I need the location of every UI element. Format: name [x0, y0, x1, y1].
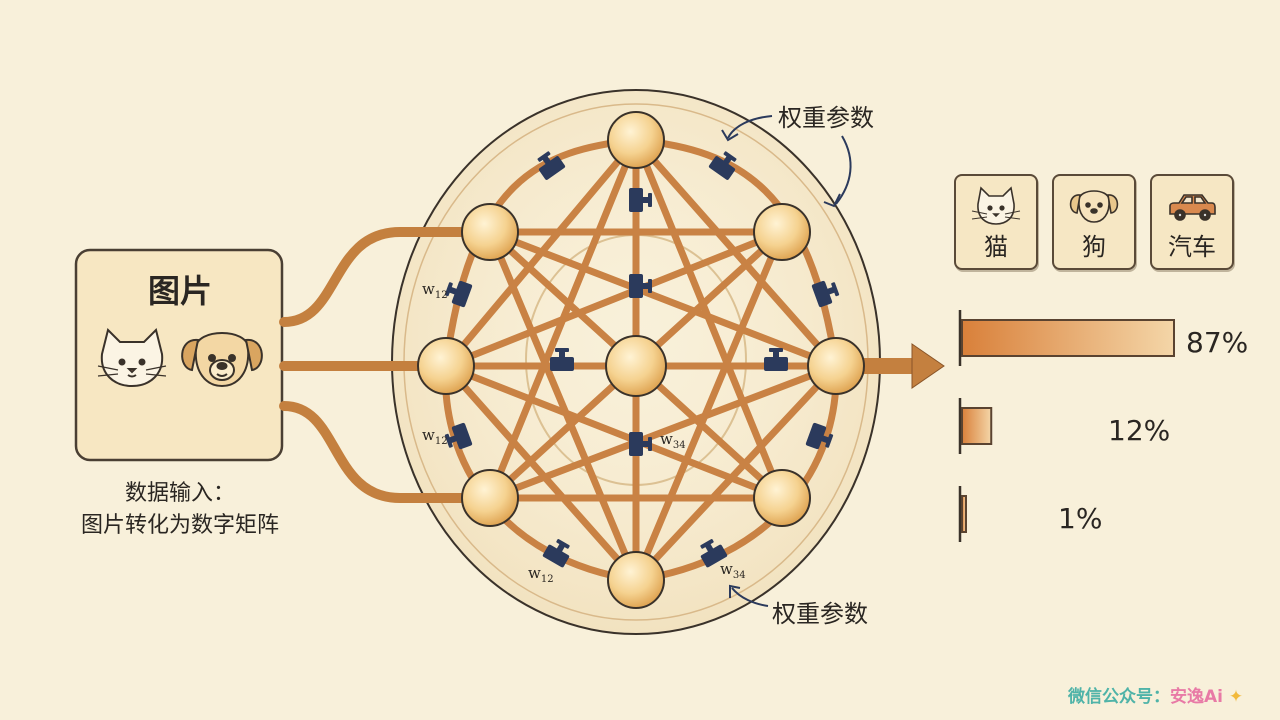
sparkle-icon: ✦ [1228, 687, 1244, 707]
node [461, 469, 519, 527]
bar-1 [961, 407, 993, 445]
watermark-name: 安逸Ai [1170, 687, 1223, 707]
node [461, 203, 519, 261]
input-caption-line2: 图片转化为数字矩阵 [80, 513, 279, 538]
weight-tag: w12 [422, 426, 448, 447]
weight-tag: w34 [720, 560, 746, 581]
weight-label-top: 权重参数 [778, 104, 874, 132]
node [607, 111, 665, 169]
watermark: 微信公众号：安逸Ai ✦ [1068, 682, 1243, 707]
watermark-prefix: 微信公众号： [1068, 687, 1170, 707]
probability-bars [958, 310, 1175, 542]
input-title: 图片 [147, 272, 212, 310]
class-label: 猫 [984, 233, 1008, 261]
dog-icon [181, 332, 263, 388]
node [807, 337, 865, 395]
network-nodes [417, 111, 865, 609]
input-caption-line1: 数据输入： [124, 481, 235, 506]
bar-0 [961, 319, 1175, 357]
car-icon [1169, 194, 1216, 221]
class-card-car: 汽车 [1150, 174, 1234, 270]
bar-2 [961, 495, 967, 533]
annotation-arrows [721, 115, 852, 607]
bar-value-label: 1% [1058, 502, 1103, 535]
output-arrow [864, 343, 945, 389]
input-box [74, 248, 284, 462]
weight-tag: w12 [422, 280, 448, 301]
class-label: 狗 [1082, 233, 1106, 261]
weight-tag: w34 [660, 430, 686, 451]
node [605, 335, 667, 397]
weight-label-bottom: 权重参数 [772, 600, 868, 628]
bar-value-label: 87% [1186, 326, 1249, 359]
cat-icon [971, 186, 1021, 225]
class-card-dog: 狗 [1052, 174, 1136, 270]
dog-icon [1069, 190, 1119, 223]
class-card-cat: 猫 [954, 174, 1038, 270]
input-caption: 数据输入： 图片转化为数字矩阵 [40, 478, 320, 542]
node [753, 469, 811, 527]
node [417, 337, 475, 395]
weight-tag: w12 [528, 564, 554, 585]
node [753, 203, 811, 261]
bar-value-label: 12% [1108, 414, 1171, 447]
class-label: 汽车 [1168, 233, 1216, 261]
node [607, 551, 665, 609]
cat-icon [97, 328, 167, 388]
